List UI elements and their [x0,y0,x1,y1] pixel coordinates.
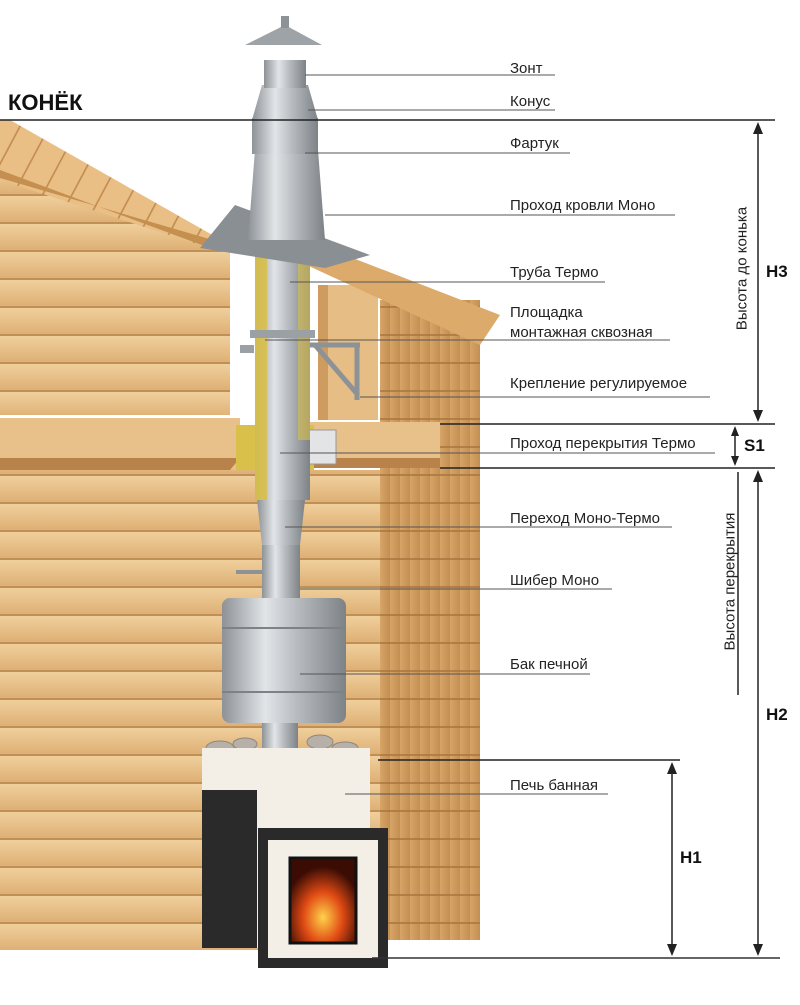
cone-shape [252,85,318,120]
apron-shape [248,150,325,240]
fire-window [288,856,358,945]
label-stove: Печь банная [510,777,599,794]
dim-h3-caption: Высота до конька [733,206,751,331]
ceiling-slab [0,418,240,470]
label-adjustable-mount: Крепление регулируемое [510,375,688,392]
tank-shape [222,598,346,723]
dim-h3: H3 [766,262,788,281]
dim-s1: S1 [744,436,765,455]
label-mount-platform: Площадка монтажная сквозная [510,304,653,341]
roof [0,120,230,250]
label-ceiling-pass: Проход перекрытия Термо [510,435,696,452]
dimension-lines [0,119,775,954]
label-tank: Бак печной [510,656,588,673]
dim-h2-caption: Высота перекрытия [721,512,739,651]
roof-right [300,255,500,345]
label-apron: Фартук [510,135,559,152]
label-adapter: Переход Моно-Термо [510,510,661,527]
damper-shape [262,545,300,600]
label-roof-pass: Проход кровли Моно [510,197,656,214]
leader-lines [265,74,715,795]
label-cone: Конус [510,93,551,110]
label-damper: Шибер Моно [510,572,600,589]
dim-h2: H2 [766,705,788,724]
adapter-shape [257,500,305,545]
ridge-label: КОНЁК [8,90,83,115]
umbrella-shape [245,25,322,45]
label-umbrella: Зонт [510,60,543,77]
back-wall [0,180,230,415]
label-thermo-pipe: Труба Термо [510,264,599,281]
dim-h1: H1 [680,848,702,867]
